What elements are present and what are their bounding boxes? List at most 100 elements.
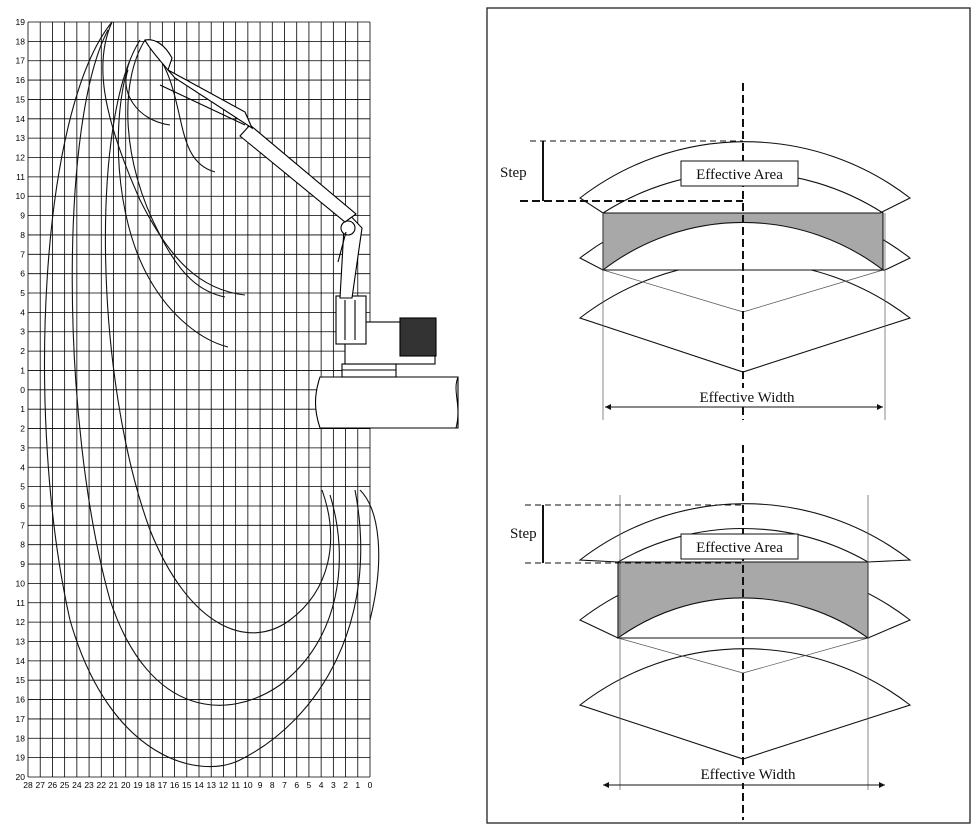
y-tick-label: 3 [20,443,25,453]
y-tick-label: 8 [20,540,25,550]
x-tick-label: 5 [307,780,312,790]
x-tick-label: 6 [294,780,299,790]
x-tick-label: 18 [145,780,155,790]
y-tick-label: 1 [20,404,25,414]
bottom-area-label-box [680,533,799,560]
bottom-sector-3 [578,648,912,760]
hydraulic-cylinder-2 [337,231,347,263]
x-tick-label: 16 [170,780,180,790]
y-tick-label: 9 [20,211,25,221]
inner-envelope-curve [104,39,332,634]
y-tick-label: 10 [16,191,26,201]
top-step-label: Step [500,165,527,181]
upper-arc-5 [125,69,171,126]
x-tick-label: 23 [84,780,94,790]
x-tick-label: 22 [97,780,107,790]
y-tick-label: 11 [16,598,25,608]
reach-envelope-curves [43,21,380,767]
y-tick-label: 10 [16,578,26,588]
excavator-stick [239,124,357,223]
excavator [144,39,437,378]
upper-arc-2 [127,39,226,298]
y-tick-label: 9 [20,559,25,569]
y-tick-label: 16 [16,695,26,705]
boom-joint [340,220,356,236]
bottom-width-label: Effective Width [700,767,796,783]
y-tick-label: 12 [16,617,26,627]
y-tick-label: 17 [16,56,26,66]
y-tick-label: 8 [20,230,25,240]
diagram-top: Step Effective Area Effective Width [500,83,912,420]
bottom-area-upper-arc [617,527,869,563]
right-hook-curve [359,489,380,621]
y-tick-label: 3 [20,327,25,337]
x-tick-label: 7 [282,780,287,790]
y-tick-label: 19 [16,753,26,763]
y-tick-label: 15 [16,94,26,104]
y-tick-label: 14 [16,656,26,666]
ground-break-mark [455,376,459,429]
y-tick-label: 5 [20,288,25,298]
x-tick-label: 13 [206,780,216,790]
top-width-label: Effective Width [699,390,795,406]
y-tick-label: 5 [20,482,25,492]
y-tick-label: 12 [16,153,26,163]
y-tick-label: 15 [16,675,26,685]
upper-arc-1 [102,21,246,296]
excavator-cab [335,295,367,345]
excavator-counterweight [399,317,437,357]
middle-envelope-curve [71,29,340,706]
upper-arc-3 [117,59,229,348]
y-tick-label: 17 [16,714,26,724]
y-tick-label: 7 [20,249,25,259]
top-area-label: Effective Area [696,167,783,183]
reach-chart: 1918171615141312111098765432101234567891… [16,17,459,790]
y-tick-label: 6 [20,501,25,511]
y-tick-label: 16 [16,75,26,85]
y-axis-labels: 1918171615141312111098765432101234567891… [16,17,26,782]
x-tick-label: 24 [72,780,82,790]
diagram-bottom: Step Effective Area Effective Width [510,445,912,820]
hydraulic-cylinder [159,84,246,126]
top-area-label-box [680,160,799,187]
x-tick-label: 27 [35,780,45,790]
x-tick-label: 10 [243,780,253,790]
y-tick-label: 2 [20,346,25,356]
y-tick-label: 11 [16,172,25,182]
x-tick-label: 9 [258,780,263,790]
x-tick-label: 17 [158,780,168,790]
x-tick-label: 11 [231,780,240,790]
y-tick-label: 13 [16,636,26,646]
bottom-area-label: Effective Area [696,540,783,556]
y-tick-label: 1 [20,365,25,375]
x-tick-label: 2 [343,780,348,790]
bottom-step-label: Step [510,526,537,542]
ground-block [314,376,459,429]
x-tick-label: 14 [194,780,204,790]
x-tick-label: 26 [48,780,58,790]
x-tick-label: 0 [368,780,373,790]
x-tick-label: 20 [121,780,131,790]
excavator-bucket [144,39,173,72]
y-tick-label: 2 [20,424,25,434]
x-tick-label: 1 [355,780,360,790]
y-tick-label: 7 [20,520,25,530]
y-tick-label: 20 [16,772,26,782]
y-tick-label: 0 [20,385,25,395]
x-tick-label: 25 [60,780,70,790]
x-tick-label: 8 [270,780,275,790]
y-tick-label: 19 [16,17,26,27]
upper-arc-4 [149,44,216,173]
x-tick-label: 3 [331,780,336,790]
x-tick-label: 19 [133,780,143,790]
bottom-sector-1 [578,503,912,563]
x-tick-label: 21 [109,780,119,790]
y-tick-label: 18 [16,36,26,46]
y-tick-label: 13 [16,133,26,143]
y-tick-label: 4 [20,307,25,317]
y-tick-label: 4 [20,462,25,472]
y-tick-label: 14 [16,114,26,124]
x-tick-label: 4 [319,780,324,790]
